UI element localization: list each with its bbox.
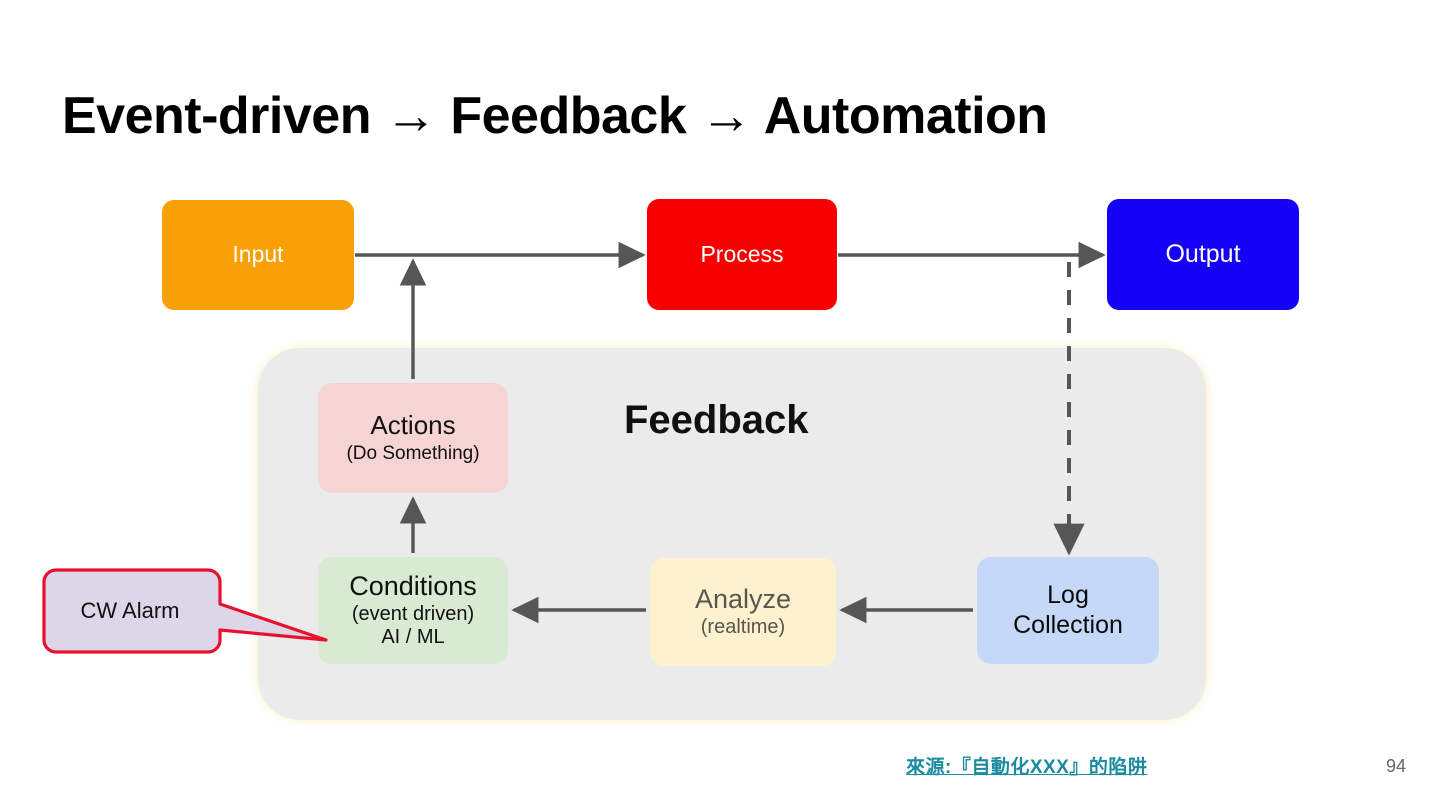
node-input-label: Input — [232, 241, 284, 268]
page-number: 94 — [1386, 756, 1407, 776]
node-log-collection-line1: Log — [1047, 581, 1089, 609]
callout-label: CW Alarm — [80, 598, 180, 623]
source-link[interactable]: 來源:『自動化XXX』的陷阱 — [906, 757, 1148, 778]
node-actions-subtitle: (Do Something) — [346, 443, 480, 465]
callout-bubble[interactable] — [42, 566, 342, 666]
node-conditions-subtitle: (event driven) — [351, 602, 475, 625]
node-log-collection-line2: Collection — [1013, 610, 1123, 639]
node-conditions-title: Conditions — [349, 570, 477, 601]
node-input[interactable]: Input — [162, 200, 354, 310]
node-actions[interactable]: Actions (Do Something) — [318, 383, 508, 493]
node-output[interactable]: Output — [1107, 199, 1299, 310]
node-conditions-subtitle-2: AI / ML — [381, 626, 445, 649]
node-conditions[interactable]: Conditions (event driven) AI / ML — [318, 557, 508, 664]
node-log-collection[interactable]: Log Collection — [977, 557, 1159, 664]
node-analyze-subtitle: (realtime) — [700, 616, 786, 639]
node-process[interactable]: Process — [647, 199, 837, 310]
node-process-label: Process — [700, 240, 784, 267]
page-title: Event-driven → Feedback → Automation — [62, 87, 1048, 145]
callout-shape — [42, 568, 328, 654]
node-output-label: Output — [1165, 239, 1241, 268]
feedback-panel-label: Feedback — [624, 398, 809, 442]
node-actions-title: Actions — [370, 410, 456, 441]
node-analyze-title: Analyze — [694, 584, 792, 615]
node-analyze[interactable]: Analyze (realtime) — [650, 558, 836, 666]
